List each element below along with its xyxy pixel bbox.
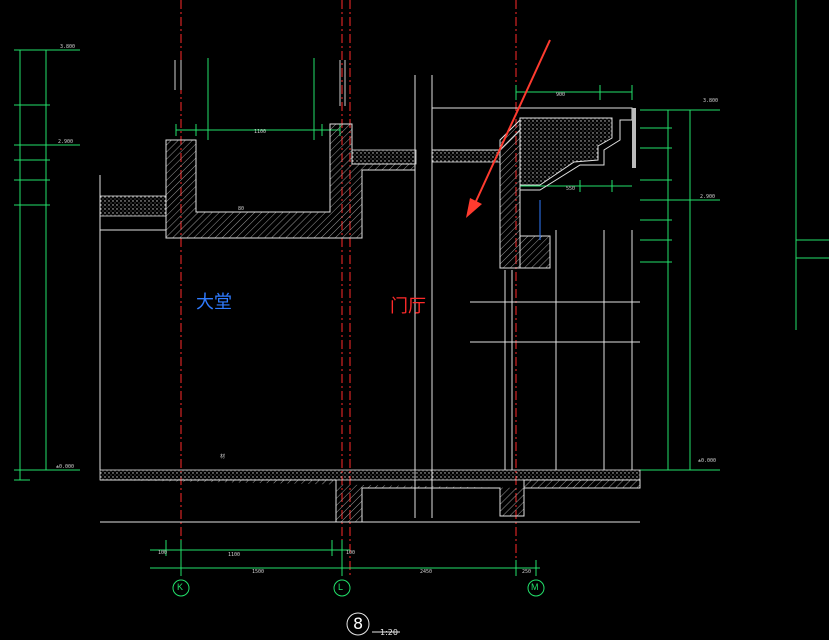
- svg-text:3.800: 3.800: [60, 44, 75, 50]
- dimension-values: 3.800 2.900 ±0.000 3.800 2.900 ±0.000 11…: [56, 44, 718, 575]
- svg-text:材: 材: [220, 453, 225, 460]
- bottom-dimensions: [150, 540, 540, 576]
- svg-text:1500: 1500: [252, 569, 264, 575]
- svg-text:2450: 2450: [420, 569, 432, 575]
- svg-text:3.800: 3.800: [703, 98, 718, 104]
- adjacent-detail: [795, 0, 829, 330]
- svg-text:2.900: 2.900: [700, 194, 715, 200]
- ground-slab: [99, 469, 641, 523]
- svg-text:550: 550: [566, 186, 575, 192]
- detail-scale: 1:20: [380, 628, 398, 637]
- svg-text:±0.000: ±0.000: [56, 464, 74, 470]
- svg-text:2.900: 2.900: [58, 139, 73, 145]
- detail-number: 8: [353, 614, 364, 633]
- svg-text:100: 100: [158, 550, 167, 556]
- room-label-lobby: 大堂: [196, 292, 232, 313]
- left-dimension-chain: [14, 49, 80, 481]
- grid-axis-k: K: [177, 582, 184, 592]
- section-mark-icon: [346, 612, 400, 636]
- arrow-pointer-icon: [466, 39, 551, 218]
- svg-text:250: 250: [522, 569, 531, 575]
- svg-text:80: 80: [238, 206, 244, 212]
- grid-axis-bubbles: [172, 579, 545, 597]
- grid-axis-l: L: [338, 582, 344, 592]
- svg-text:100: 100: [346, 550, 355, 556]
- entrance-canopy: [431, 107, 640, 470]
- svg-text:900: 900: [556, 92, 565, 98]
- svg-text:1100: 1100: [228, 552, 240, 558]
- canopy-dimensions: [175, 58, 633, 192]
- roof-structure: [99, 60, 501, 470]
- right-dimension-chain: [640, 109, 720, 471]
- room-label-vestibule: 门厅: [390, 296, 426, 317]
- svg-text:1100: 1100: [254, 129, 266, 135]
- svg-text:±0.000: ±0.000: [698, 458, 716, 464]
- grid-axis-m: M: [531, 582, 539, 592]
